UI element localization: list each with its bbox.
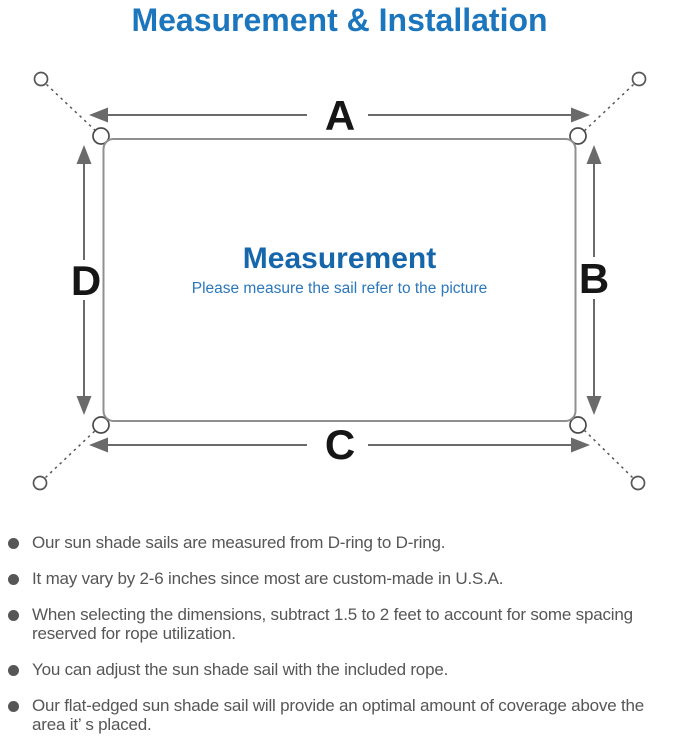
tether-lines [44,83,635,479]
note-item: When selecting the dimensions, subtract … [8,605,679,643]
bullet-icon [8,701,19,712]
note-item: It may vary by 2-6 inches since most are… [8,569,679,588]
note-text: Our flat-edged sun shade sail will provi… [32,696,645,734]
anchor-points [32,71,647,491]
dimension-label-b: B [579,255,609,302]
anchor-ring-top-right-icon [631,71,647,87]
dimension-label-c: C [325,421,355,468]
shade-sail-outline [102,138,577,422]
note-text: Our sun shade sails are measured from D-… [32,533,446,552]
note-item: Our flat-edged sun shade sail will provi… [8,696,679,734]
note-text: When selecting the dimensions, subtract … [32,605,633,643]
dimension-arrow-b [586,145,602,415]
diagram-caption: Measurement Please measure the sail refe… [103,242,576,298]
tether-line-bottom-left [44,426,100,479]
dimension-arrow-c [89,437,590,453]
note-text: You can adjust the sun shade sail with t… [32,660,449,679]
sail-measurement-diagram: A C D B [32,71,647,491]
bullet-icon [8,610,19,621]
d-ring-top-right-icon [569,127,587,145]
arrow-head-up-icon [76,145,92,164]
anchor-ring-bottom-left-icon [32,475,48,491]
arrow-head-down-icon [76,396,92,415]
arrow-head-down-icon [586,396,602,415]
d-ring-bottom-left-icon [92,416,110,434]
diagram-caption-subtitle: Please measure the sail refer to the pic… [191,280,488,297]
d-ring-top-left-icon [92,127,110,145]
anchor-ring-bottom-right-icon [630,475,646,491]
note-item: You can adjust the sun shade sail with t… [8,660,679,679]
note-item: Our sun shade sails are measured from D-… [8,533,679,552]
bullet-icon [8,538,19,549]
page-title: Measurement & Installation [131,2,548,38]
dimension-arrow-a [89,107,590,123]
note-text: It may vary by 2-6 inches since most are… [32,569,504,588]
d-ring-bottom-right-icon [569,416,587,434]
arrow-head-up-icon [586,145,602,164]
arrow-head-right-icon [571,437,590,453]
anchor-ring-top-left-icon [33,71,49,87]
instruction-notes: Our sun shade sails are measured from D-… [8,533,679,734]
corner-d-rings [92,127,587,434]
dimension-label-a: A [325,92,355,139]
dimension-label-d: D [71,257,101,304]
bullet-icon [8,574,19,585]
dimension-arrow-d [76,145,92,415]
diagram-caption-title: Measurement [242,242,437,275]
tether-line-top-right [580,83,635,135]
tether-line-top-left [45,83,100,135]
arrow-head-left-icon [89,437,108,453]
tether-line-bottom-right [580,426,634,479]
arrow-head-right-icon [571,107,590,123]
bullet-icon [8,665,19,676]
arrow-head-left-icon [89,107,108,123]
